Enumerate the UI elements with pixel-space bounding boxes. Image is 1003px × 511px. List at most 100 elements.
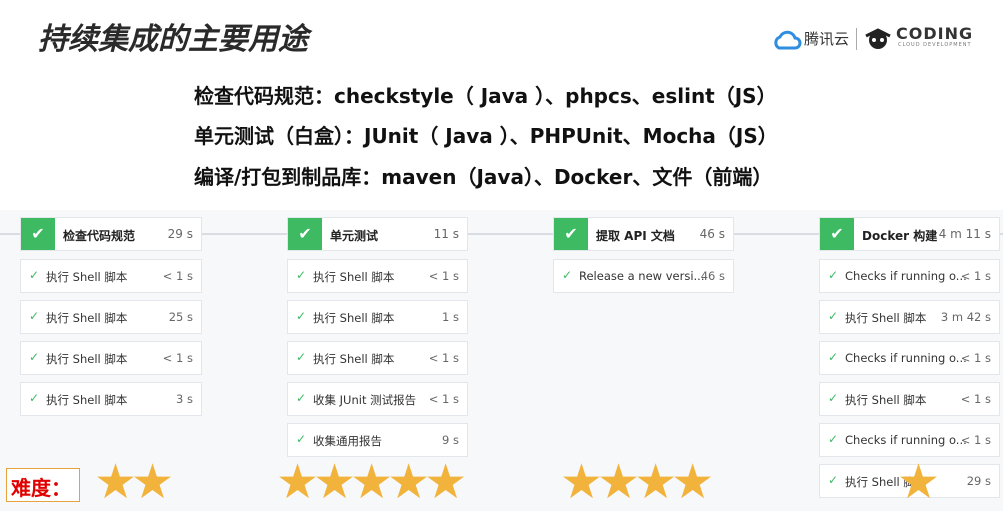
star-icon: ★ [424, 454, 468, 510]
check-icon: ✓ [296, 391, 307, 405]
check-icon: ✔ [820, 218, 854, 250]
check-icon: ✔ [21, 218, 55, 250]
job-item[interactable]: ✓ 执行 Shell 脚本 25 s [20, 300, 202, 334]
star-rating: ★★★★★ [276, 458, 467, 506]
coding-logo-text: CODING [896, 24, 974, 43]
job-name: 执行 Shell 脚本 [313, 311, 395, 325]
star-rating: ★★ [94, 458, 174, 506]
star-rating: ★★★★ [560, 458, 714, 506]
job-duration: 46 s [700, 269, 725, 283]
job-name: 执行 Shell 脚本 [313, 352, 395, 366]
job-item[interactable]: ✓ 执行 Shell 脚本 < 1 s [287, 341, 468, 375]
job-duration: 1 s [442, 310, 459, 324]
job-name: Checks if running o... [845, 351, 967, 365]
job-item[interactable]: ✓ 执行 Shell 脚本 < 1 s [287, 259, 468, 293]
job-item[interactable]: ✓执行 Shell 脚本< 1 s [20, 259, 202, 293]
stage-header[interactable]: ✔ 检查代码规范 29 s [20, 217, 202, 251]
job-duration: < 1 s [428, 392, 459, 406]
check-icon: ✓ [828, 268, 839, 282]
stage-connector [734, 233, 819, 235]
job-name: 收集通用报告 [313, 434, 382, 448]
job-duration: 29 s [966, 474, 991, 488]
job-name: 执行 Shell 脚本 [46, 311, 128, 325]
stage-connector [0, 233, 20, 235]
job-item[interactable]: ✓ 收集通用报告 9 s [287, 423, 468, 457]
check-icon: ✓ [296, 350, 307, 364]
stage-duration: 29 s [167, 227, 193, 241]
job-name: 执行 Shell 脚本 [46, 393, 128, 407]
job-duration: < 1 s [162, 351, 193, 365]
stage-connector [468, 233, 553, 235]
stage-connector [202, 233, 287, 235]
job-duration: < 1 s [960, 392, 991, 406]
check-icon: ✓ [29, 350, 40, 364]
bullet-build-artifact: 编译/打包到制品库：maven（Java）、Docker、文件（前端） [194, 165, 773, 189]
star-icon: ★ [671, 454, 715, 510]
job-item[interactable]: ✓执行 Shell 脚本< 1 s [819, 382, 1000, 416]
job-name: 执行 Shell 脚本 [845, 311, 927, 325]
difficulty-box: 难度： [6, 468, 80, 502]
check-icon: ✓ [828, 350, 839, 364]
check-icon: ✓ [296, 432, 307, 446]
stage-duration: 4 m 11 s [938, 227, 991, 241]
stage-duration: 11 s [433, 227, 459, 241]
stage-header[interactable]: ✔ 单元测试 11 s [287, 217, 468, 251]
job-name: 执行 Shell 脚本 [313, 270, 395, 284]
stage-name: 单元测试 [330, 229, 379, 243]
job-duration: < 1 s [428, 351, 459, 365]
star-icon: ★ [387, 454, 431, 510]
coding-logo-icon [865, 28, 891, 49]
job-name: 执行 Shell 脚本 [845, 475, 927, 489]
star-icon: ★ [634, 454, 678, 510]
star-icon: ★ [597, 454, 641, 510]
job-name: Release a new versi... [579, 269, 705, 283]
star-icon: ★ [94, 454, 138, 510]
check-icon: ✓ [296, 268, 307, 282]
job-duration: 3 s [176, 392, 193, 406]
stage-name: Docker 构建 [862, 229, 938, 243]
difficulty-label: 难度： [11, 476, 71, 500]
check-icon: ✔ [288, 218, 322, 250]
job-item[interactable]: ✓ Checks if running o...< 1 s [819, 341, 1000, 375]
job-item[interactable]: ✓ Release a new versi...46 s [553, 259, 734, 293]
job-duration: < 1 s [162, 269, 193, 283]
job-name: Checks if running o... [845, 269, 967, 283]
stage-connector [1000, 233, 1003, 235]
check-icon: ✓ [562, 268, 573, 282]
star-icon: ★ [131, 454, 175, 510]
slide-title: 持续集成的主要用途 [38, 22, 308, 57]
job-duration: < 1 s [428, 269, 459, 283]
job-item[interactable]: ✓ 收集 JUnit 测试报告 < 1 s [287, 382, 468, 416]
check-icon: ✓ [29, 309, 40, 323]
stage-name: 检查代码规范 [63, 229, 136, 243]
job-duration: < 1 s [960, 433, 991, 447]
job-name: Checks if running o... [845, 433, 967, 447]
star-icon: ★ [897, 454, 941, 510]
logo-divider [856, 28, 857, 50]
stage-name: 提取 API 文档 [596, 229, 675, 243]
check-icon: ✓ [828, 473, 839, 487]
job-duration: 9 s [442, 433, 459, 447]
logo-area: 腾讯云 CODING CLOUD DEVELOPMENT [772, 24, 992, 54]
job-duration: < 1 s [960, 351, 991, 365]
bullet-unit-test: 单元测试（白盒）：JUnit（ Java ）、PHPUnit、Mocha（JS） [194, 124, 778, 148]
bullet-code-style: 检查代码规范：checkstyle（ Java ）、phpcs、eslint（J… [194, 84, 777, 108]
check-icon: ✓ [828, 432, 839, 446]
star-rating: ★ [897, 458, 940, 506]
job-name: 收集 JUnit 测试报告 [313, 393, 417, 407]
job-item[interactable]: ✓ 执行 Shell 脚本 < 1 s [20, 341, 202, 375]
check-icon: ✔ [554, 218, 588, 250]
tencent-cloud-label: 腾讯云 [804, 30, 850, 48]
job-item[interactable]: ✓ Checks if running o...< 1 s [819, 423, 1000, 457]
job-item[interactable]: ✓ 执行 Shell 脚本 29 s [819, 464, 1000, 498]
job-duration: 25 s [168, 310, 193, 324]
job-name: 执行 Shell 脚本 [845, 393, 927, 407]
job-name: 执行 Shell 脚本 [46, 352, 128, 366]
job-duration: 3 m 42 s [940, 310, 991, 324]
job-item[interactable]: ✓Checks if running o...< 1 s [819, 259, 1000, 293]
